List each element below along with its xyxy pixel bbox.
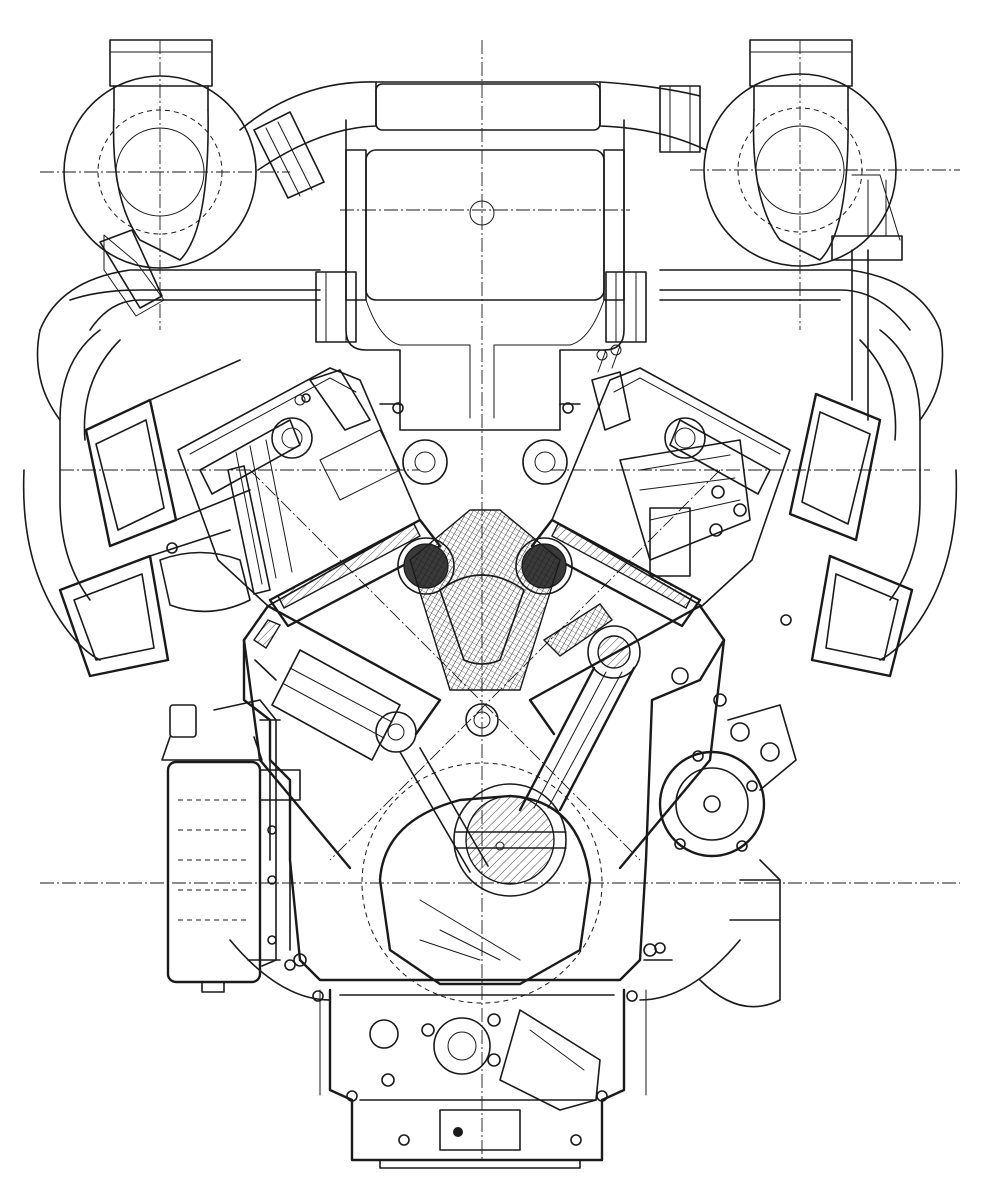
- intake-crossover-ducts: [36, 81, 944, 421]
- oil-sump: [328, 988, 626, 1169]
- fastener-markers: [166, 393, 792, 1002]
- left-turbocharger: [63, 39, 257, 317]
- left-cylinder-head: [159, 367, 455, 628]
- right-turbocharger: [703, 39, 903, 267]
- oil-filter: [161, 699, 277, 993]
- crankshaft-assembly: [361, 762, 603, 1004]
- right-exhaust-manifold: [788, 249, 958, 678]
- right-cylinder-bank: [518, 603, 727, 870]
- left-exhaust-manifold: [22, 329, 251, 678]
- right-cylinder-head: [515, 344, 791, 628]
- water-pump: [658, 704, 797, 1008]
